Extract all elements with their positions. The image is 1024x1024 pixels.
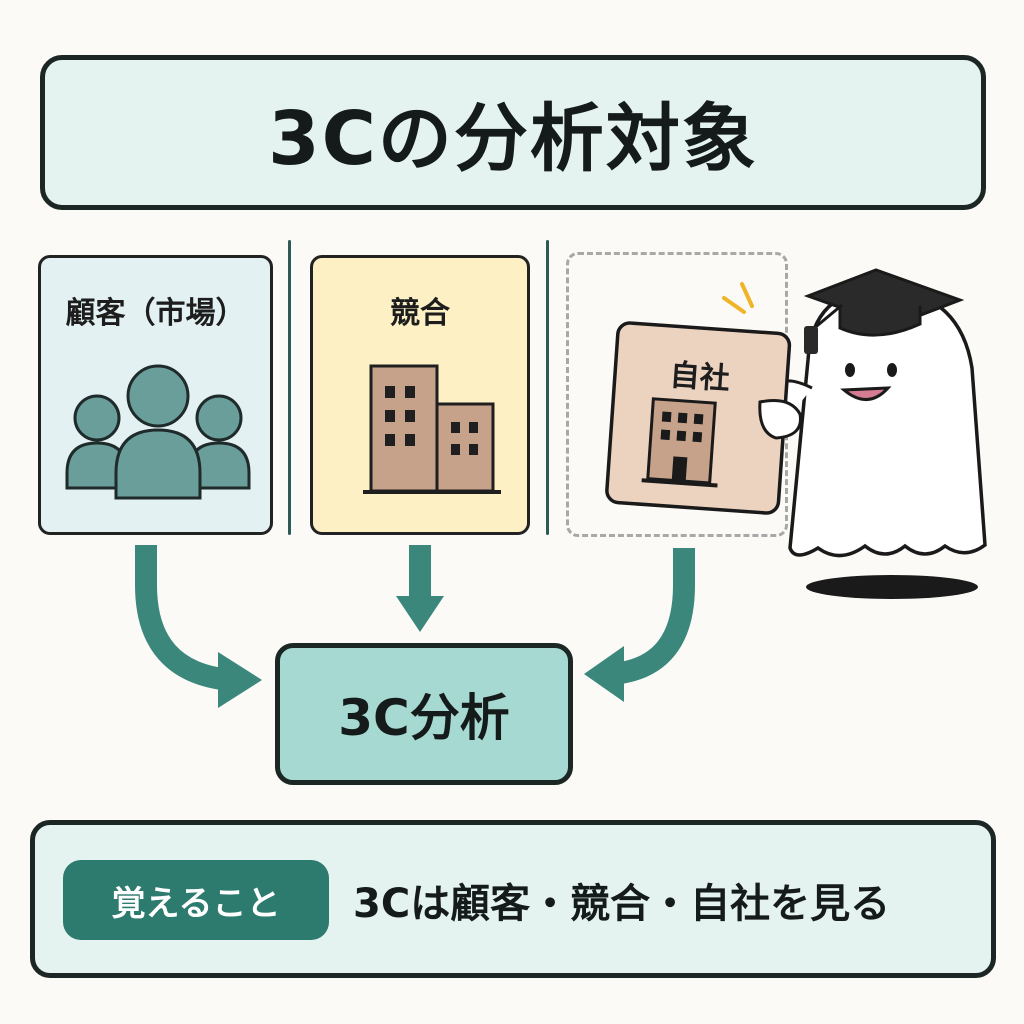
arrow-head-middle	[396, 596, 444, 632]
people-group-icon	[65, 364, 251, 500]
center-result-box: 3C分析	[275, 643, 573, 785]
divider-right	[546, 240, 549, 535]
summary-box: 覚えること 3Cは顧客・競合・自社を見る	[30, 820, 996, 978]
divider-left	[288, 240, 291, 535]
center-label: 3C分析	[338, 689, 510, 747]
page-title: 3Cの分析対象	[268, 96, 758, 182]
competitor-card: 競合	[310, 255, 530, 535]
summary-text: 3Cは顧客・競合・自社を見る	[353, 881, 891, 927]
competitor-label: 競合	[390, 296, 450, 331]
title-banner: 3Cの分析対象	[40, 55, 986, 210]
office-buildings-icon	[363, 364, 501, 494]
company-label: 自社	[668, 357, 731, 398]
arrow-head-right	[584, 646, 624, 702]
arrow-head-left	[218, 652, 262, 708]
summary-badge: 覚えること	[63, 860, 329, 940]
customer-card: 顧客（市場）	[38, 255, 273, 535]
customer-label: 顧客（市場）	[65, 296, 246, 331]
